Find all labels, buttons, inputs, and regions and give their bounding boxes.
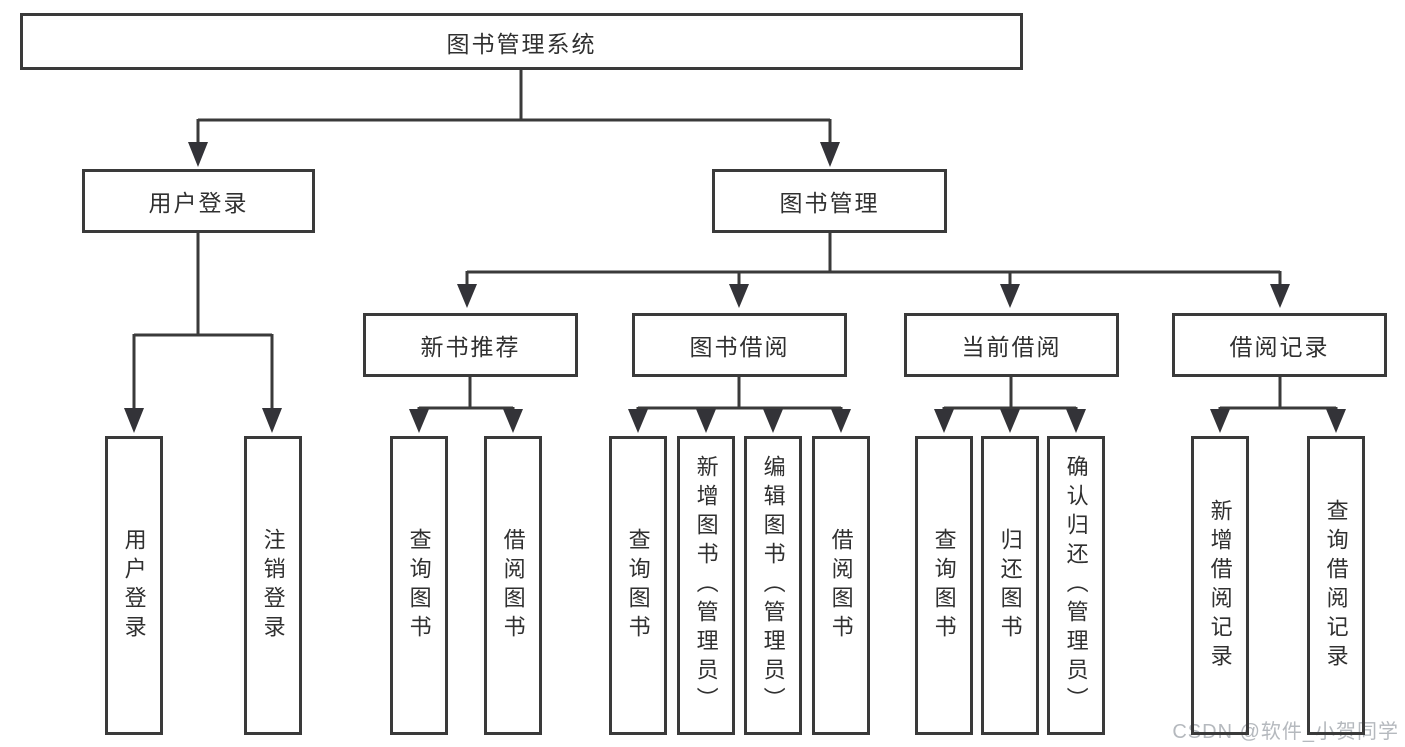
node-label: 图书借阅 xyxy=(689,334,790,360)
connector-user-login-branch xyxy=(132,231,274,409)
node-library-management-system: 图书管理系统 xyxy=(20,13,1023,70)
leaf-label: 查询图书 xyxy=(625,527,651,644)
arrowhead-cb-return-books xyxy=(1000,409,1020,433)
node-label: 借阅记录 xyxy=(1229,334,1330,360)
arrowhead-nbr-borrow-books xyxy=(503,409,523,433)
leaf-br-add-borrow-record: 新增借阅记录 xyxy=(1191,436,1249,735)
connector-borrowing-records-branch xyxy=(1218,375,1338,411)
leaf-label: 新增借阅记录 xyxy=(1207,498,1233,673)
arrowhead-bb-borrow-books xyxy=(831,409,851,433)
arrowhead-bb-add-books xyxy=(696,409,716,433)
connector-book-management-branch xyxy=(465,231,1282,285)
arrowhead-cb-confirm-return xyxy=(1066,409,1086,433)
leaf-cb-query-books: 查询图书 xyxy=(915,436,973,735)
watermark: CSDN @软件_小贺同学 xyxy=(1172,721,1399,743)
leaf-bb-query-books: 查询图书 xyxy=(609,436,667,735)
arrowhead-nbr-query-books xyxy=(409,409,429,433)
arrowhead-user-login xyxy=(188,142,208,167)
node-label: 图书管理 xyxy=(779,190,880,216)
node-new-book-recommendation: 新书推荐 xyxy=(363,313,578,377)
node-borrowing-records: 借阅记录 xyxy=(1172,313,1387,377)
connector-new-book-recommendation-branch xyxy=(417,375,515,411)
arrowhead-book-management xyxy=(820,142,840,167)
leaf-cb-confirm-return-admin: 确认归还（管理员） xyxy=(1047,436,1105,735)
leaf-label: 确认归还（管理员） xyxy=(1063,455,1089,716)
leaf-bb-add-books-admin: 新增图书（管理员） xyxy=(677,436,735,735)
node-user-login: 用户登录 xyxy=(82,169,315,233)
arrowhead-new-book-recommendation xyxy=(457,284,477,308)
node-label: 图书管理系统 xyxy=(446,30,597,57)
leaf-label: 注销登录 xyxy=(260,527,286,644)
leaf-label: 查询借阅记录 xyxy=(1323,498,1349,673)
leaf-nbr-borrow-books: 借阅图书 xyxy=(484,436,542,735)
connector-book-borrowing-branch xyxy=(636,375,843,411)
arrowhead-br-query-record xyxy=(1326,409,1346,433)
arrowhead-current-borrowing xyxy=(1000,284,1020,308)
arrowhead-cb-query-books xyxy=(934,409,954,433)
leaf-logout: 注销登录 xyxy=(244,436,302,735)
arrowhead-book-borrowing xyxy=(729,284,749,308)
arrowhead-borrowing-records xyxy=(1270,284,1290,308)
leaf-label: 查询图书 xyxy=(406,527,432,644)
node-label: 当前借阅 xyxy=(961,334,1062,360)
leaf-user-login: 用户登录 xyxy=(105,436,163,735)
leaf-label: 借阅图书 xyxy=(828,527,854,644)
leaf-cb-return-books: 归还图书 xyxy=(981,436,1039,735)
leaf-bb-borrow-books: 借阅图书 xyxy=(812,436,870,735)
arrowhead-leaf-logout xyxy=(262,408,282,433)
arrowhead-bb-query-books xyxy=(628,409,648,433)
leaf-label: 编辑图书（管理员） xyxy=(760,455,786,716)
leaf-bb-edit-books-admin: 编辑图书（管理员） xyxy=(744,436,802,735)
connector-current-borrowing-branch xyxy=(942,375,1078,411)
node-label: 用户登录 xyxy=(148,190,249,216)
leaf-label: 新增图书（管理员） xyxy=(693,455,719,716)
leaf-br-query-borrow-record: 查询借阅记录 xyxy=(1307,436,1365,735)
node-current-borrowing: 当前借阅 xyxy=(904,313,1119,377)
arrowhead-bb-edit-books xyxy=(763,409,783,433)
node-label: 新书推荐 xyxy=(420,334,521,360)
connector-root-branch xyxy=(196,68,832,144)
leaf-label: 归还图书 xyxy=(997,527,1023,644)
leaf-label: 用户登录 xyxy=(121,527,147,644)
leaf-nbr-query-books: 查询图书 xyxy=(390,436,448,735)
node-book-borrowing: 图书借阅 xyxy=(632,313,847,377)
leaf-label: 借阅图书 xyxy=(500,527,526,644)
arrowhead-br-add-record xyxy=(1210,409,1230,433)
arrowhead-leaf-user-login xyxy=(124,408,144,433)
node-book-management: 图书管理 xyxy=(712,169,947,233)
leaf-label: 查询图书 xyxy=(931,527,957,644)
